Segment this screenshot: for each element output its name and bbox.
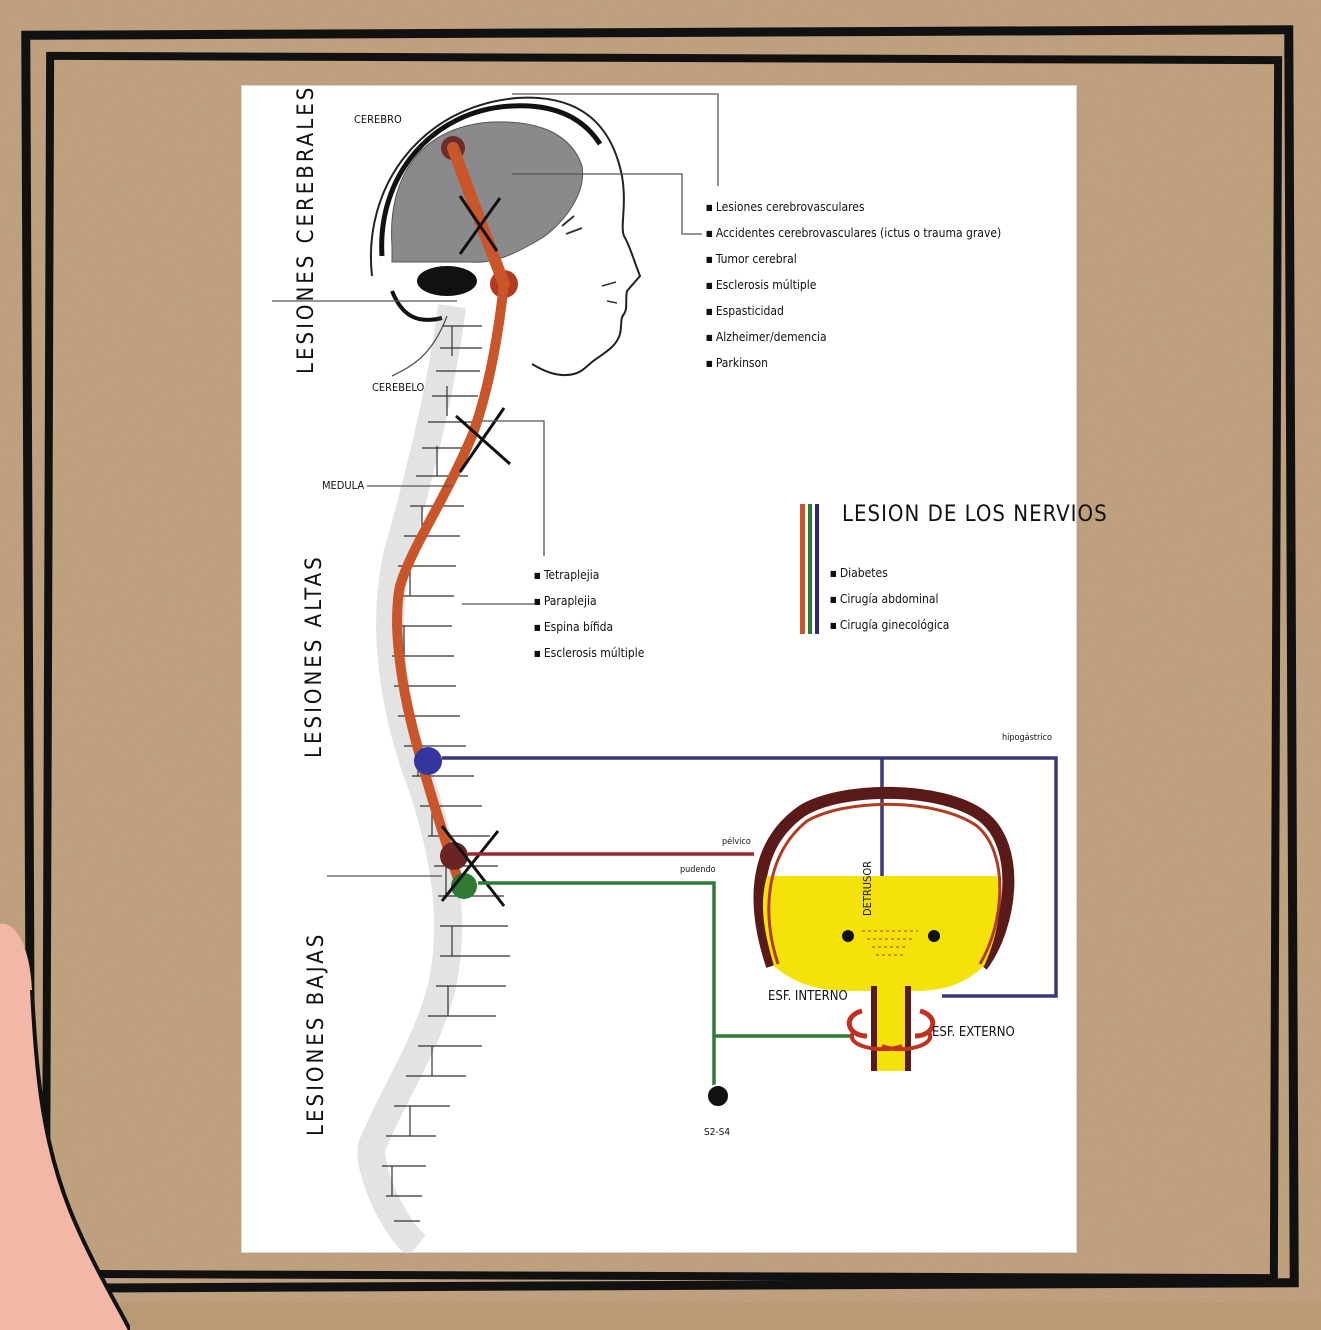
side-label-middle: LESIONES ALTAS: [302, 554, 327, 758]
internal-sphincter-label: ESF. INTERNO: [768, 990, 848, 1003]
diagram-sheet: CEREBRO CEREBELO LESIONES CEREBRALES LES…: [242, 86, 1076, 1252]
brain-lesion-item: Accidentes cerebrovasculares (ictus o tr…: [706, 220, 1001, 246]
brain-top-label: CEREBRO: [354, 114, 402, 125]
legend-title: LESION DE LOS NERVIOS: [842, 504, 1108, 526]
legend-item: Cirugía abdominal: [830, 586, 949, 612]
brain-lesion-list: Lesiones cerebrovasculares Accidentes ce…: [706, 194, 1001, 376]
pudendal-label: pudendo: [680, 866, 716, 875]
external-sphincter-label: ESF. EXTERNO: [932, 1026, 1015, 1039]
sacral-node: [707, 1085, 729, 1107]
legend-item: Cirugía ginecológica: [830, 612, 949, 638]
spine-label: MEDULA: [322, 480, 364, 491]
spine-lesion-item: Tetraplejia: [534, 562, 644, 588]
pelvic-label: pélvico: [722, 838, 751, 847]
brain-lesion-item: Lesiones cerebrovasculares: [706, 194, 1001, 220]
brain-lesion-item: Alzheimer/demencia: [706, 324, 1001, 350]
legend-list: Diabetes Cirugía abdominal Cirugía ginec…: [830, 560, 949, 638]
side-label-top: LESIONES CEREBRALES: [294, 85, 319, 374]
brain-bottom-label: CEREBELO: [372, 382, 424, 393]
spine-lesion-item: Paraplejia: [534, 588, 644, 614]
spine-lesion-list: Tetraplejia Paraplejia Espina bífida Esc…: [534, 562, 644, 666]
cerebellum-shape: [417, 266, 477, 296]
legend-bars: [800, 504, 819, 634]
thoracolumbar-center: [414, 747, 442, 775]
spine-lesion-item: Espina bífida: [534, 614, 644, 640]
sacral-center-label: S2-S4: [704, 1128, 730, 1138]
detrusor-label: DETRUSOR: [862, 861, 873, 916]
brain-lesion-item: Espasticidad: [706, 298, 1001, 324]
hypogastric-label: hipogástrico: [1002, 734, 1052, 743]
brain-lesion-item: Parkinson: [706, 350, 1001, 376]
spine-lesion-item: Esclerosis múltiple: [534, 640, 644, 666]
brain-lesion-item: Esclerosis múltiple: [706, 272, 1001, 298]
brain-lesion-item: Tumor cerebral: [706, 246, 1001, 272]
legend-item: Diabetes: [830, 560, 949, 586]
hand-shape: [0, 910, 130, 1330]
side-label-bottom: LESIONES BAJAS: [304, 932, 329, 1136]
